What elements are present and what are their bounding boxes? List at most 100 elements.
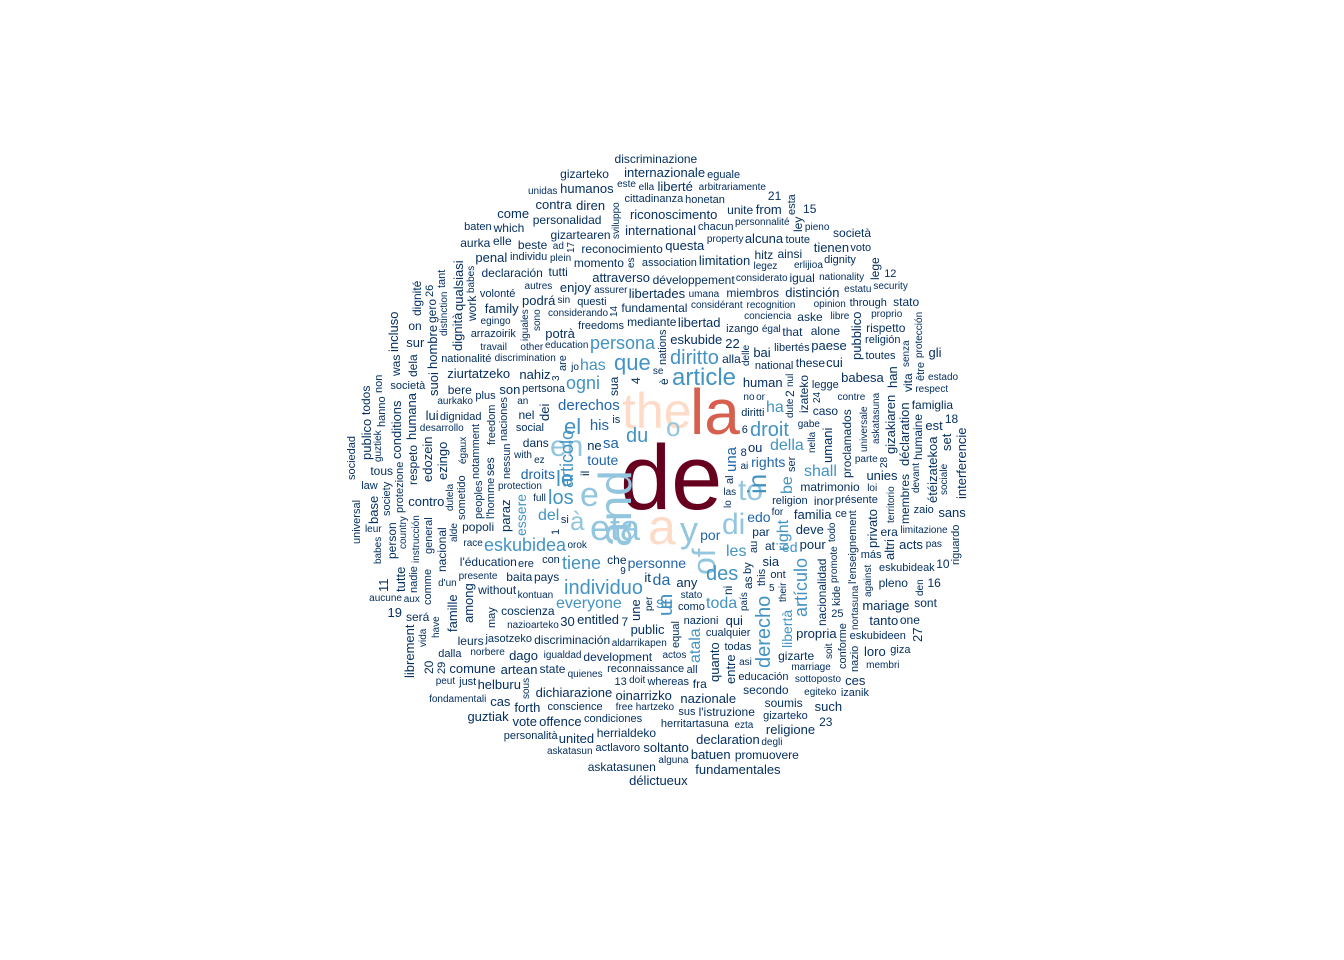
cloud-word: arrazoirik	[470, 328, 516, 341]
cloud-word: ses	[482, 457, 497, 476]
cloud-word: legez	[753, 260, 778, 272]
cloud-word: con	[542, 554, 560, 567]
cloud-word: his	[589, 417, 610, 435]
cloud-word: dignité	[410, 280, 425, 316]
cloud-word: humanos	[560, 181, 614, 197]
cloud-word: si	[560, 514, 569, 527]
cloud-word: association	[641, 257, 697, 270]
cloud-word: fondamentali	[429, 693, 487, 705]
cloud-word: one	[899, 612, 920, 627]
cloud-word: all	[686, 663, 698, 676]
cloud-word: aucune	[369, 592, 402, 604]
cloud-word: bere	[447, 383, 472, 398]
cloud-word: aldarrikapen	[611, 638, 667, 650]
cloud-word: hitz	[754, 247, 774, 262]
cloud-word: las	[723, 486, 737, 498]
cloud-word: umana	[688, 288, 720, 300]
cloud-word: considerato	[735, 272, 788, 284]
cloud-word: miembros	[726, 285, 780, 300]
cloud-word: ou	[747, 440, 763, 456]
cloud-word: délictueux	[629, 773, 688, 789]
cloud-word: hombre	[424, 325, 440, 370]
cloud-word: law	[361, 480, 378, 493]
cloud-word: della	[770, 437, 804, 454]
cloud-word: gizarteko	[560, 166, 609, 181]
cloud-word: race	[463, 538, 483, 550]
cloud-word: personalidad	[532, 213, 602, 228]
cloud-word: développement	[652, 272, 735, 287]
cloud-word: 17	[565, 242, 577, 254]
cloud-word: whereas	[647, 675, 690, 688]
cloud-word: arbitrariamente	[698, 181, 766, 193]
cloud-word: vida	[417, 628, 429, 648]
cloud-word: these	[795, 356, 826, 371]
cloud-word: suoi	[426, 371, 442, 396]
cloud-word: ces	[845, 672, 866, 688]
cloud-word: territorio	[885, 486, 897, 523]
cloud-word: peut	[435, 675, 456, 687]
cloud-word: eskubideak	[879, 561, 935, 574]
cloud-word: without	[478, 583, 517, 598]
cloud-word: ezingo	[434, 441, 450, 481]
cloud-word: religione	[765, 722, 816, 738]
cloud-word: sans	[938, 504, 966, 520]
cloud-word: momento	[573, 255, 624, 270]
cloud-word: pas	[925, 538, 942, 550]
cloud-word: naciones	[497, 397, 510, 442]
cloud-word: askatasun	[546, 746, 593, 758]
cloud-word: estatu	[844, 284, 872, 296]
cloud-word: 8	[740, 447, 747, 460]
cloud-word: 2	[783, 390, 798, 397]
cloud-word: questa	[665, 237, 705, 253]
cloud-word: lui	[425, 407, 439, 423]
cloud-word: penal	[475, 250, 508, 266]
cloud-word: el	[564, 414, 582, 439]
cloud-word: conscience	[547, 701, 603, 714]
cloud-word: dei	[537, 403, 553, 421]
cloud-word: discriminazione	[614, 151, 698, 166]
cloud-word: ezta	[734, 719, 754, 731]
cloud-word: nazioni	[683, 614, 719, 627]
cloud-word: distinction	[439, 291, 451, 337]
cloud-word: legge	[811, 378, 839, 391]
cloud-word: stato	[893, 294, 920, 309]
cloud-word: as	[741, 576, 756, 590]
cloud-word: edozein	[419, 436, 435, 482]
cloud-word: general	[422, 517, 435, 554]
cloud-word: era	[880, 524, 898, 539]
cloud-word: babesa	[841, 370, 884, 386]
cloud-word: limitazione	[900, 525, 948, 537]
cloud-word: liberté	[657, 179, 693, 195]
cloud-word: deve	[795, 521, 824, 537]
cloud-word: ce	[835, 507, 847, 520]
cloud-word: nortasuna	[849, 585, 861, 630]
cloud-word: alcuna	[744, 230, 784, 246]
cloud-word: loi	[867, 482, 878, 494]
cloud-word: doit	[629, 675, 646, 687]
cloud-word: alde	[448, 522, 460, 542]
cloud-word: será	[405, 609, 430, 624]
cloud-word: 20	[422, 660, 437, 674]
cloud-word: zaio	[913, 503, 934, 516]
cloud-word: 6	[741, 424, 748, 437]
cloud-word: dela	[406, 354, 421, 378]
cloud-word: contro	[408, 493, 445, 509]
cloud-word: acts	[899, 537, 923, 553]
cloud-word: izateko	[796, 375, 811, 414]
cloud-word: da	[652, 571, 671, 589]
cloud-word: which	[493, 220, 525, 235]
cloud-word: reconocimiento	[581, 241, 663, 256]
cloud-word: parte	[854, 454, 878, 466]
cloud-word: nessun	[500, 443, 513, 479]
cloud-word: hartzeko	[635, 702, 675, 714]
cloud-word: sont	[914, 595, 937, 610]
cloud-word: with	[514, 450, 532, 462]
cloud-word: ley	[790, 216, 805, 232]
cloud-word: país	[738, 592, 750, 612]
cloud-word: jo	[571, 361, 579, 373]
cloud-word: comune	[449, 660, 496, 676]
cloud-word: protezione	[393, 461, 406, 513]
cloud-word: society	[381, 481, 394, 516]
cloud-word: dago	[509, 647, 538, 663]
cloud-word: articolo	[557, 429, 577, 489]
